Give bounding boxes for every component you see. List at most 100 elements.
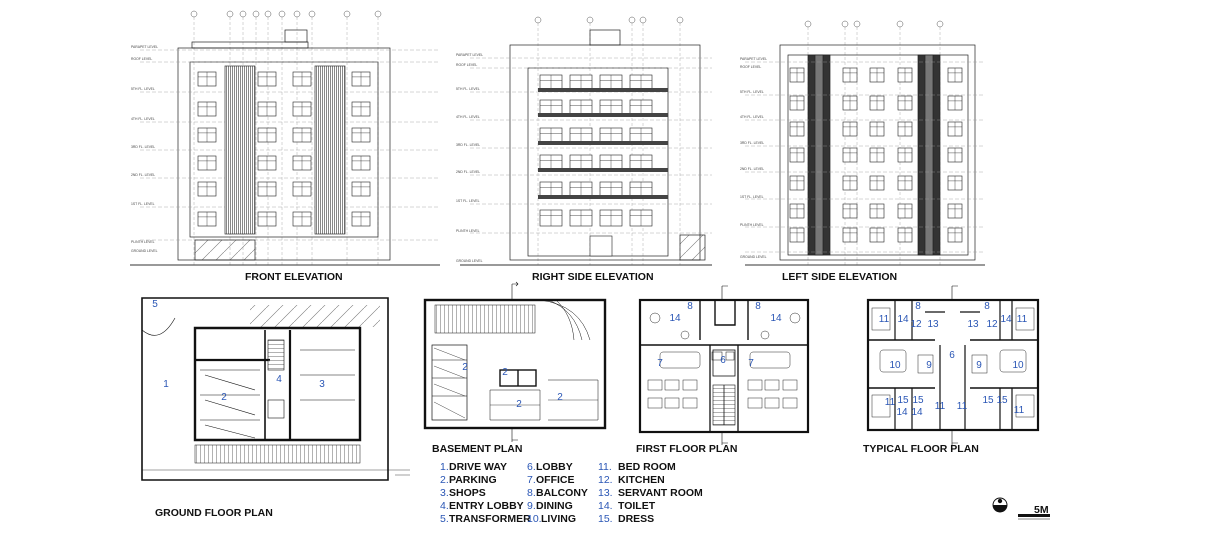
- room-number-first: 6: [720, 355, 726, 366]
- legend-label: SERVANT ROOM: [618, 487, 703, 499]
- level-tag: 3RD FL. LEVEL: [740, 141, 764, 145]
- room-number-typical: 11: [1014, 405, 1025, 416]
- left-side-elevation-drawing: [745, 20, 985, 266]
- legend-label: DINING: [536, 500, 573, 512]
- title-first-floor-plan: FIRST FLOOR PLAN: [636, 443, 738, 455]
- room-number-ground: 3: [319, 379, 325, 390]
- room-number-typical: 11: [957, 401, 968, 412]
- room-number-typical: 14: [896, 407, 908, 418]
- drawing-titles: FRONT ELEVATION RIGHT SIDE ELEVATION LEF…: [155, 271, 979, 519]
- legend-label: OFFICE: [536, 474, 575, 486]
- level-tag: ROOF LEVEL: [131, 57, 152, 61]
- scale-label: 5M: [1034, 504, 1049, 516]
- room-number-typical: 11: [1017, 314, 1028, 325]
- room-number-first: 7: [748, 358, 754, 369]
- legend-label: TOILET: [618, 500, 656, 512]
- room-number-typical: 9: [926, 360, 932, 371]
- room-number-basement: 2: [462, 362, 468, 373]
- level-tag: 5TH FL. LEVEL: [740, 90, 764, 94]
- room-number-typical: 15: [912, 395, 924, 406]
- level-tag: 3RD FL. LEVEL: [131, 145, 155, 149]
- right-elevation-windows: [538, 74, 668, 257]
- level-tag: GROUND LEVEL: [456, 259, 483, 263]
- scale-and-north-symbol: 5M: [992, 497, 1050, 520]
- room-number-typical: 14: [911, 407, 923, 418]
- level-tag: 5TH FL. LEVEL: [456, 87, 480, 91]
- room-number-typical: 10: [889, 360, 901, 371]
- legend-label: DRESS: [618, 513, 654, 525]
- level-tag: 2ND FL. LEVEL: [131, 173, 155, 177]
- room-number-typical: 14: [1000, 314, 1012, 325]
- legend-label: DRIVE WAY: [449, 461, 507, 473]
- legend-label: BALCONY: [536, 487, 588, 499]
- room-number-first: 14: [770, 313, 782, 324]
- room-number-typical: 12: [986, 319, 998, 330]
- room-number-typical: 15: [982, 395, 994, 406]
- level-tag: 4TH FL. LEVEL: [456, 115, 480, 119]
- room-number-typical: 10: [1012, 360, 1024, 371]
- room-number-typical: 8: [984, 301, 990, 312]
- legend-number: 1.: [440, 461, 449, 473]
- legend-number: 3.: [440, 487, 449, 499]
- room-number-typical: 11: [879, 314, 890, 325]
- legend-number: 10.: [527, 513, 542, 525]
- legend-label: BED ROOM: [618, 461, 676, 473]
- room-number-ground: 2: [221, 392, 227, 403]
- level-tag: 5TH FL. LEVEL: [131, 87, 155, 91]
- title-front-elevation: FRONT ELEVATION: [245, 271, 343, 283]
- room-number-typical: 11: [885, 397, 896, 408]
- entrance-door: [589, 235, 613, 257]
- level-tag: GROUND LEVEL: [131, 249, 158, 253]
- room-number-typical: 13: [927, 319, 939, 330]
- legend-label: PARKING: [449, 474, 497, 486]
- legend-label: LIVING: [541, 513, 576, 525]
- room-number-typical: 15: [996, 395, 1008, 406]
- level-tags: PARAPET LEVEL ROOF LEVEL 5TH FL. LEVEL 4TH …: [131, 45, 767, 263]
- room-number-ground: 4: [276, 374, 282, 385]
- room-number-first: 8: [755, 301, 761, 312]
- legend-label: SHOPS: [449, 487, 486, 499]
- legend-number: 11.: [598, 461, 612, 473]
- title-left-side-elevation: LEFT SIDE ELEVATION: [782, 271, 897, 283]
- level-tag: 1ST FL. LEVEL: [131, 202, 155, 206]
- legend-number: 7.: [527, 474, 536, 486]
- legend-number: 6.: [527, 461, 536, 473]
- level-tag: PLINTH LEVEL: [456, 229, 480, 233]
- legend-label: LOBBY: [536, 461, 573, 473]
- title-ground-floor-plan: GROUND FLOOR PLAN: [155, 507, 273, 519]
- room-number-typical: 6: [949, 350, 955, 361]
- title-basement-plan: BASEMENT PLAN: [432, 443, 522, 455]
- legend-number: 2.: [440, 474, 449, 486]
- level-tag: 4TH FL. LEVEL: [740, 115, 764, 119]
- room-number-first: 7: [657, 358, 663, 369]
- level-tag: GROUND LEVEL: [740, 255, 767, 259]
- level-tag: 2ND FL. LEVEL: [456, 170, 480, 174]
- level-tag: PARAPET LEVEL: [131, 45, 158, 49]
- room-number-basement: 2: [557, 392, 563, 403]
- right-side-elevation-drawing: [460, 16, 712, 266]
- front-elevation-windows: [197, 71, 371, 227]
- room-number-typical: 15: [897, 395, 909, 406]
- room-number-first: 14: [669, 313, 681, 324]
- room-number-typical: 12: [910, 319, 922, 330]
- level-tag: PARAPET LEVEL: [456, 53, 483, 57]
- ground-floor-plan-drawing: [141, 297, 410, 481]
- front-elevation-drawing: [130, 10, 440, 266]
- legend-number: 5.: [440, 513, 449, 525]
- level-tag: 1ST FL. LEVEL: [456, 199, 480, 203]
- level-tag: 4TH FL. LEVEL: [131, 117, 155, 121]
- room-number-first: 8: [687, 301, 693, 312]
- legend-number: 12.: [598, 474, 613, 486]
- legend-label: ENTRY LOBBY: [449, 500, 524, 512]
- level-tag: 3RD FL. LEVEL: [456, 143, 480, 147]
- room-number-basement: 2: [516, 399, 522, 410]
- level-tag: 2ND FL. LEVEL: [740, 167, 764, 171]
- legend-number: 15.: [598, 513, 613, 525]
- level-tag: PLINTH LEVEL: [740, 223, 764, 227]
- legend-label: KITCHEN: [618, 474, 665, 486]
- room-number-ground: 1: [163, 379, 169, 390]
- room-number-typical: 9: [976, 360, 982, 371]
